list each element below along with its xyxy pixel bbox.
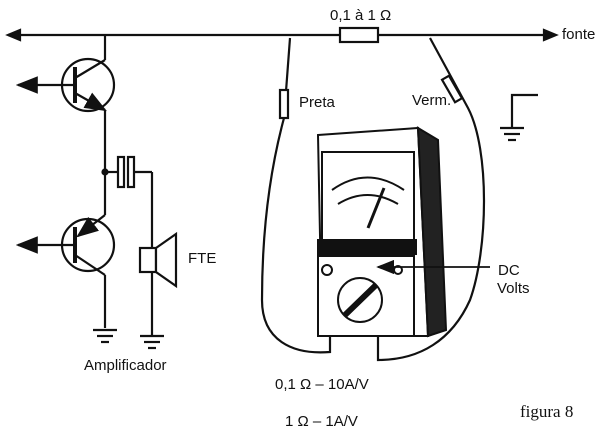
- source-label: fonte: [562, 26, 595, 43]
- ground-icon-3: [500, 93, 538, 142]
- resistor-icon: [338, 26, 380, 44]
- amplifier-label: Amplificador: [84, 357, 167, 374]
- left-arrow-icon: [5, 28, 22, 42]
- black-probe-lead: [260, 37, 332, 354]
- speaker-label: FTE: [188, 250, 216, 267]
- source-arrow-icon: [542, 28, 559, 42]
- scale-note-1: 0,1 Ω – 10A/V: [275, 376, 369, 393]
- red-probe-lead: [376, 37, 486, 362]
- meter-setting-label-line2: Volts: [497, 280, 530, 297]
- figure-caption: figura 8: [520, 402, 573, 421]
- resistor-label: 0,1 à 1 Ω: [330, 7, 391, 24]
- red-probe-icon: [440, 74, 464, 104]
- scale-note-2: 1 Ω – 1A/V: [285, 413, 358, 430]
- capacitor-icon: [116, 155, 136, 189]
- ground-icon-2: [140, 334, 164, 350]
- transistor-icon-lower: [15, 214, 116, 276]
- transistor-icon-upper: [15, 57, 116, 113]
- black-probe-label: Preta: [299, 94, 336, 111]
- black-probe-icon: [278, 88, 290, 120]
- ground-icon-1: [93, 328, 117, 344]
- meter-icon: [316, 126, 448, 338]
- red-probe-label: Verm.: [412, 92, 451, 109]
- speaker-icon: [138, 231, 178, 289]
- meter-setting-label-line1: DC: [498, 262, 520, 279]
